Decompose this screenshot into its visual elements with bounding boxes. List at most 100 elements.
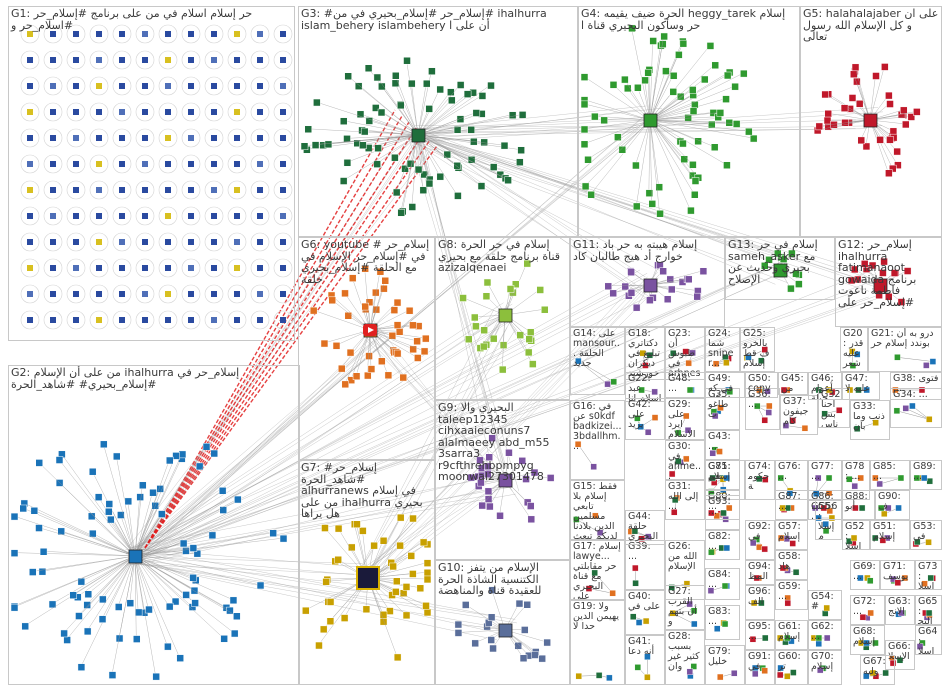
group-panel-g45: G45: من (778, 372, 808, 395)
group-label-g47: G47: عليه لا (845, 374, 877, 394)
group-label-g15: G15: فقط إسلام بلا تابعي مسلمين الدين بل… (573, 482, 622, 540)
group-panel-g93: G93: ... (705, 495, 740, 530)
group-panel-g65: G65: البحي (915, 595, 942, 625)
group-label-g5: G5: halahalajaber على ان و كل الإسلام ال… (803, 8, 939, 43)
group-panel-g59: G59: ... (775, 580, 808, 610)
group-label-g14: G14: على mansour... الحلقة جديد (573, 329, 622, 369)
group-panel-g84: G84: ... (705, 568, 740, 600)
group-panel-g73: G73: إسلام (915, 560, 942, 590)
group-panel-g92: G92: في (745, 520, 775, 560)
group-panel-g24: G24: شما sniper... (705, 327, 740, 372)
group-panel-g50: G50: conve... anoth... (745, 372, 778, 398)
group-label-g93: G93: ... (708, 497, 737, 517)
group-panel-g29: G29: على ايرد الاسلام (665, 398, 705, 440)
group-label-g25: G25: بالخروف قط إسلام (743, 329, 772, 369)
group-panel-g96: G96: الف (745, 585, 775, 620)
group-label-g88: G88: أبو (845, 492, 872, 512)
group-panel-g16: G16: في عن s0kdf badkizei... 3bdallhm... (570, 400, 625, 480)
group-panel-g72: G72: ... (850, 595, 885, 625)
group-panel-g60: G60: تر (775, 650, 808, 685)
group-label-g20: G20: قدر عليه شعرى إسلام (843, 329, 865, 372)
group-label-g90: G90: ف (878, 492, 907, 512)
group-panel-g30: G30: في ahme... والاسلام (665, 440, 705, 480)
group-panel-g46: G46: أعوام جيلة (808, 372, 842, 400)
group-panel-g90: G90: ف (875, 490, 910, 520)
group-label-g94: G94: المظ (748, 562, 772, 582)
group-panel-g7: G7: #إسلام_حر #شاهد_الحرة alhurranews في… (298, 460, 435, 685)
group-panel-g85: G85: ... (870, 460, 910, 490)
group-label-g2: G2: من على أن الإسلام ihalhurra إسلام_حر… (11, 367, 297, 390)
group-panel-g95: G95: ... (745, 620, 775, 650)
group-panel-g62: G62: ... (808, 620, 842, 650)
group-panel-g37: G37: جيفون كام (780, 395, 818, 435)
group-panel-g17: G17: إسلام lawye... حر مقابلتي مع قناة ا… (570, 540, 625, 600)
group-label-g10: G10: الإسلام من يتفز الكتنسية الشاذة الح… (438, 562, 567, 597)
group-label-g33: G33: ذنب وما بان (853, 402, 887, 432)
group-label-g86: G86: ... (811, 492, 839, 512)
group-label-g96: G96: الف (748, 587, 772, 607)
group-panel-g4: G4: الحرة ضيف يقيمه heggy_tarek إسلام حر… (578, 6, 800, 237)
group-panel-g43: G43: ... (705, 430, 740, 460)
group-label-g30: G30: في ahme... والاسلام (668, 442, 702, 480)
group-label-g73: G73: إسلام (918, 562, 939, 590)
group-panel-g53: G53: في (910, 520, 942, 550)
group-label-g4: G4: الحرة ضيف يقيمه heggy_tarek إسلام حر… (581, 8, 797, 31)
group-panel-g25: G25: بالخروف قط إسلام (740, 327, 775, 372)
group-panel-g89: G89: ... (910, 460, 942, 490)
group-panel-g57: G57: إسلام (775, 520, 808, 550)
group-panel-g61: G61: إسلام (775, 620, 808, 650)
group-panel-g63: G63: الانج (885, 595, 915, 625)
group-panel-g19: G19: ولا يهيمن الدين حدا لا (570, 600, 625, 685)
group-panel-g79: G79: خليل (705, 645, 745, 685)
group-panel-g68: G68: إسلام (850, 625, 885, 655)
group-label-g91: G91: في (748, 652, 772, 672)
group-panel-g14: G14: على mansour... الحلقة جديد (570, 327, 625, 395)
group-label-g85: G85: ... (873, 462, 907, 482)
group-label-g11: G11: إسلام هيبته به حر باد خوارج أد هيج … (573, 239, 722, 262)
group-label-g16: G16: في عن s0kdf badkizei... 3bdallhm... (573, 402, 622, 452)
group-panel-g10: G10: الإسلام من يتفز الكتنسية الشاذة الح… (435, 560, 570, 685)
group-panel-g5: G5: halahalajaber على ان و كل الإسلام ال… (800, 6, 942, 237)
group-panel-g41: G41: أنه دعا (625, 635, 665, 685)
group-panel-g54: G54: # (808, 590, 842, 620)
group-label-g19: G19: ولا يهيمن الدين حدا لا (573, 602, 622, 632)
group-label-g49: G49: في كه تكاه (708, 374, 742, 398)
group-panel-g81: G81: في (705, 460, 740, 490)
group-panel-g40: G40: على في (625, 590, 665, 635)
group-panel-g31: G31: إلى الله ... (665, 480, 705, 520)
group-label-g81: G81: في (708, 462, 737, 482)
group-label-g95: G95: ... (748, 622, 772, 642)
group-label-g51: G51: إسلام (873, 522, 907, 542)
group-label-g38: G38: فتوى ... (893, 374, 939, 394)
group-panel-g11: G11: إسلام هيبته به حر باد خوارج أد هيج … (570, 237, 725, 327)
group-label-g17: G17: إسلام lawye... حر مقابلتي مع قناة ا… (573, 542, 622, 600)
group-label-g53: G53: في (913, 522, 939, 542)
group-label-g31: G31: إلى الله ... (668, 482, 702, 512)
group-label-g43: G43: ... (708, 432, 737, 452)
group-label-g21: G21: درو به أن بوندد إسلام حر (871, 329, 939, 349)
group-panel-g52: G52: إسلام (842, 520, 870, 550)
group-label-g78: G78: ... (845, 462, 867, 482)
group-label-g58: G58: هاد (778, 552, 805, 572)
group-label-g52: G52: إسلام (845, 522, 867, 550)
group-panel-g6: G6: youtube # إسلام_حر في #إسلام_حر الإس… (298, 237, 435, 460)
group-panel-g42: G42: على يزيد (625, 398, 665, 440)
group-label-g40: G40: على في (628, 592, 662, 612)
group-label-g82: G82: ... (708, 532, 737, 552)
group-panel-g39: G39: ... (625, 540, 665, 590)
group-label-g45: G45: من (781, 374, 805, 394)
group-label-g8: G8: إسلام في حر الحرة قناة برنامج حلقة م… (438, 239, 567, 274)
group-label-g6: G6: youtube # إسلام_حر في #إسلام_حر الإس… (301, 239, 432, 285)
group-label-g62: G62: ... (811, 622, 839, 642)
group-label-g67: G67: وليه (863, 657, 892, 677)
group-panel-g9: G9: البحيري والا taleep12345 cihxaaiecon… (435, 400, 570, 560)
group-label-g44: G44: حلقة البحيري (628, 512, 662, 542)
group-panel-g20: G20: قدر عليه شعرى إسلام (840, 327, 868, 372)
group-label-g7: G7: #إسلام_حر #شاهد_الحرة alhurranews في… (301, 462, 432, 520)
group-label-g84: G84: ... (708, 570, 737, 590)
group-label-g64: G64: إسلام (918, 627, 939, 655)
group-label-g50: G50: conve... anoth... (748, 374, 775, 398)
group-label-g63: G63: الانج (888, 597, 912, 617)
group-panel-g15: G15: فقط إسلام بلا تابعي مسلمين الدين بل… (570, 480, 625, 540)
group-panel-g33: G33: ذنب وما بان (850, 400, 890, 440)
